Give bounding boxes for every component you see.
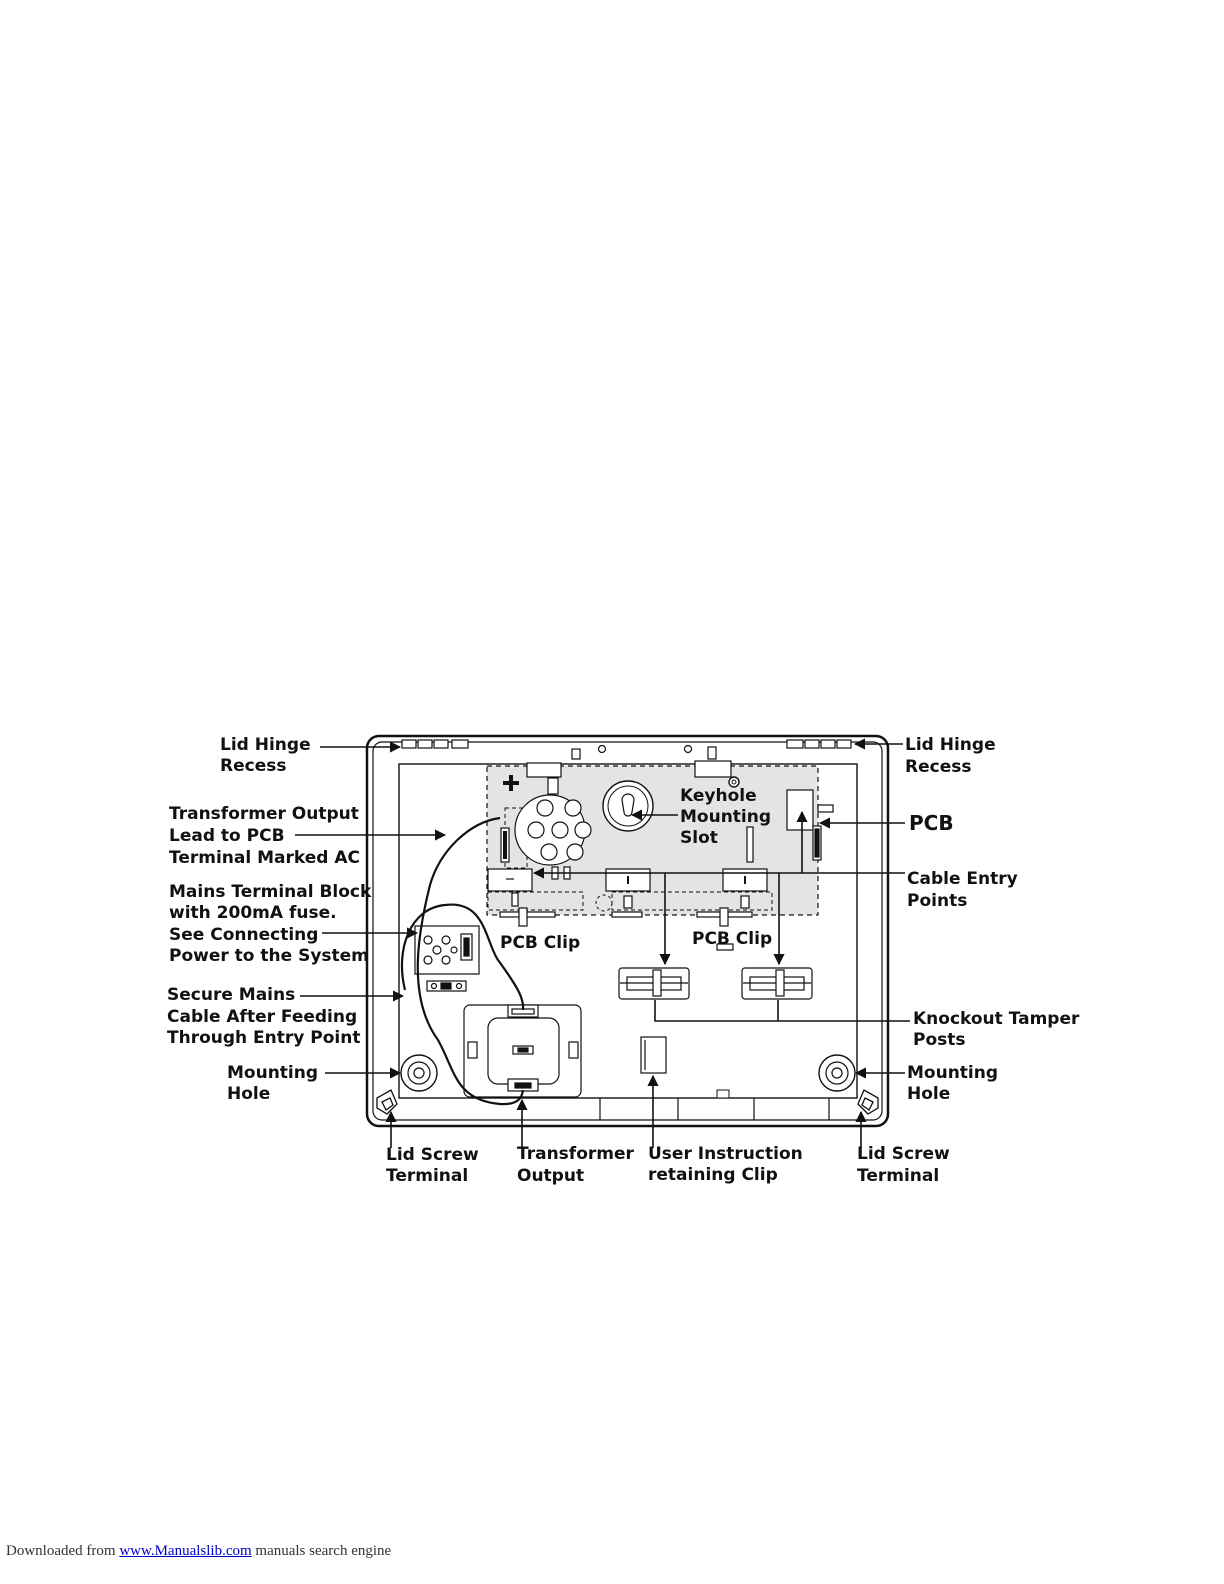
knockout-tamper-post-right (741, 967, 813, 1000)
label-mounting-hole-right: Mounting Hole (907, 1063, 1004, 1104)
leader-lines (295, 738, 910, 1148)
label-pcb-clip-left: PCB Clip (500, 933, 580, 953)
label-cable-entry: Cable Entry Points (907, 869, 1024, 911)
label-lid-hinge-right: Lid Hinge Recess (905, 735, 1002, 777)
footer-suffix: manuals search engine (255, 1543, 392, 1559)
label-lid-hinge-left: Lid Hinge Recess (220, 735, 317, 776)
lid-screw-terminal-left (376, 1089, 398, 1115)
label-transformer-output-lead: Transformer Output Lead to PCB Terminal … (169, 804, 365, 868)
mounting-hole-right (818, 1054, 856, 1092)
footer-link[interactable]: www.Manualslib.com (119, 1543, 252, 1559)
lid-screw-terminal-right (857, 1089, 879, 1115)
label-pcb-clip-right: PCB Clip (692, 929, 772, 949)
footer-prefix: Downloaded from (6, 1543, 116, 1559)
label-lid-screw-right: Lid Screw Terminal (857, 1144, 956, 1186)
pcb-clip-middle (611, 911, 643, 918)
footer: Downloaded from www.Manualslib.com manua… (6, 1543, 391, 1560)
label-knockout-tamper: Knockout Tamper Posts (913, 1009, 1085, 1050)
label-lid-screw-left: Lid Screw Terminal (386, 1145, 485, 1186)
enclosure-body (365, 734, 890, 1128)
label-mounting-hole-left: Mounting Hole (227, 1063, 324, 1104)
knockout-tamper-post-left (618, 967, 690, 1000)
lid-hinge-recess-left (401, 739, 469, 749)
label-keyhole: Keyhole Mounting Slot (680, 786, 777, 848)
transformer-output (463, 1004, 582, 1098)
pcb-components (487, 789, 834, 909)
lid-hinge-recess-right (786, 739, 852, 749)
mounting-hole-left (400, 1054, 438, 1092)
label-secure-mains: Secure Mains Cable After Feeding Through… (167, 985, 363, 1048)
keyhole-mounting-slot (602, 780, 654, 832)
top-fixings (571, 744, 717, 760)
label-mains-terminal: Mains Terminal Block with 200mA fuse. Se… (169, 882, 377, 966)
mains-terminal-block (414, 925, 480, 992)
sounder-grille (514, 794, 592, 866)
label-pcb: PCB (909, 811, 954, 835)
pcb-clip-left (499, 907, 556, 927)
user-instruction-clip (640, 1036, 667, 1074)
label-user-instruction: User Instruction retaining Clip (648, 1144, 809, 1185)
pcb-clip-right (696, 907, 753, 951)
mains-wires (400, 816, 525, 1106)
label-transformer-output: Transformer Output (517, 1144, 640, 1186)
